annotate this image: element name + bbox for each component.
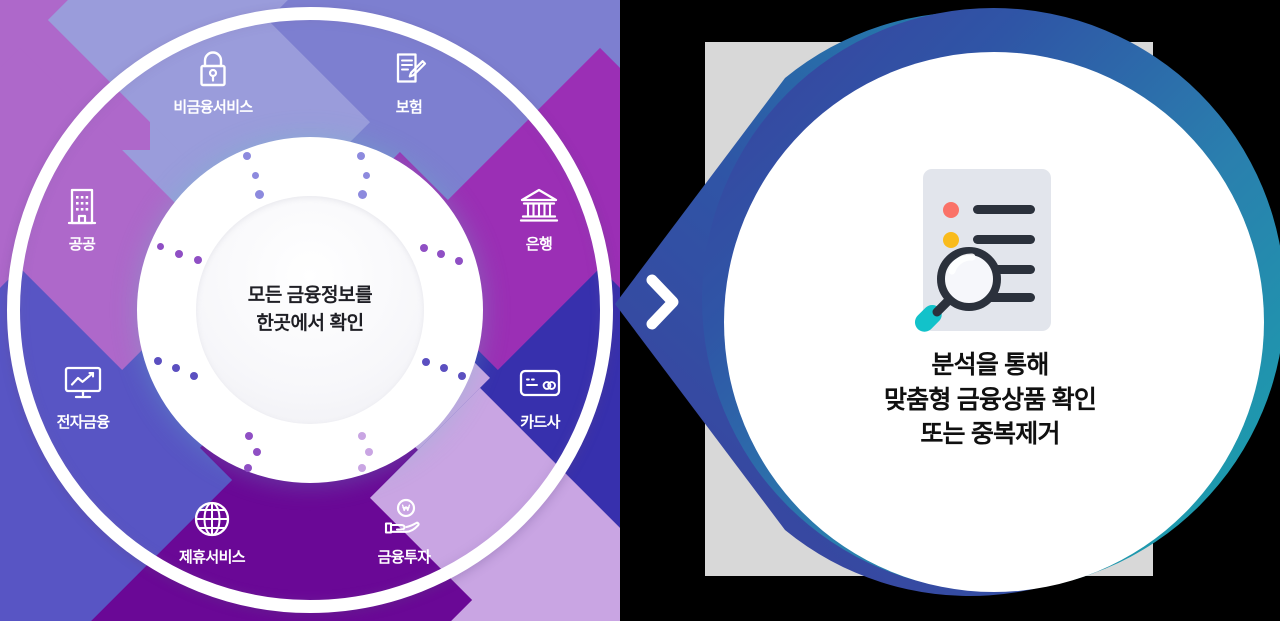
decor-dot	[253, 448, 261, 456]
decor-dot	[440, 364, 448, 372]
decor-dot	[154, 357, 162, 365]
decor-dot	[157, 243, 164, 250]
decor-dot	[420, 244, 428, 252]
decor-dot	[358, 464, 366, 472]
center-text-line-2: 한곳에서 확인	[256, 313, 364, 334]
decor-dot	[194, 256, 202, 264]
result-caption-line-1: 분석을 통해	[931, 351, 1049, 379]
decor-dot	[252, 172, 259, 179]
decor-dot	[245, 432, 253, 440]
decor-dot	[363, 172, 370, 179]
decor-dot	[190, 372, 198, 380]
left-wheel-panel: 모든 금융정보를 한곳에서 확인 비금융서비스	[0, 0, 620, 621]
document-magnifier-icon	[914, 169, 1051, 332]
decor-dot	[422, 358, 430, 366]
result-caption-line-3: 또는 중복제거	[920, 420, 1060, 448]
result-caption: 분석을 통해 맞춤형 금융상품 확인 또는 중복제거	[790, 348, 1190, 452]
decor-dot	[255, 190, 264, 199]
decor-dot	[365, 448, 373, 456]
decor-dot	[358, 432, 366, 440]
decor-dot	[243, 152, 251, 160]
decor-dot	[455, 257, 463, 265]
decor-dot	[172, 364, 180, 372]
chevron-right-icon[interactable]	[642, 272, 682, 332]
decor-dot	[358, 190, 367, 199]
result-caption-line-2: 맞춤형 금융상품 확인	[883, 385, 1097, 414]
right-result-panel: 분석을 통해 맞춤형 금융상품 확인 또는 중복제거	[615, 0, 1280, 621]
decor-dot	[458, 372, 466, 380]
decor-dot	[357, 152, 365, 160]
inner-disc-core	[196, 196, 424, 424]
center-text-line-1: 모든 금융정보를	[247, 285, 373, 307]
decor-dot	[437, 250, 445, 258]
wheel-center-label: 모든 금융정보를 한곳에서 확인	[196, 196, 424, 424]
decor-dot	[175, 250, 183, 258]
decor-dot	[244, 464, 252, 472]
